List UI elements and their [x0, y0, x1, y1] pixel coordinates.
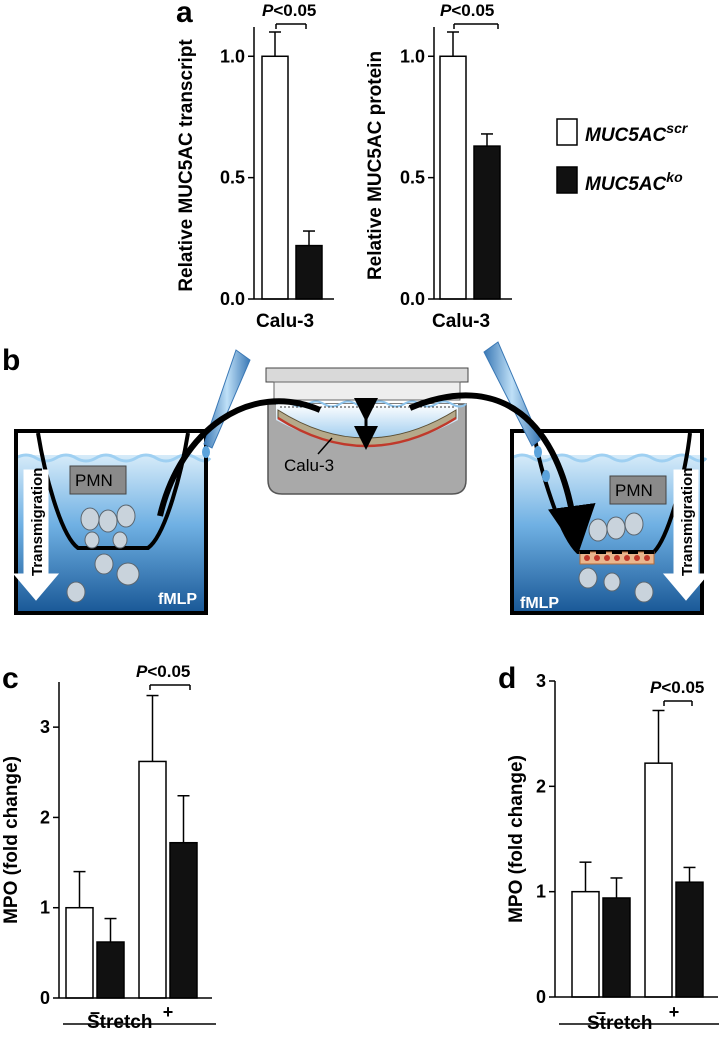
y-axis-title: MPO (fold change): [1, 756, 22, 924]
right-well-surface: [511, 453, 708, 463]
y-axis-title: MPO (fold change): [506, 755, 527, 923]
y-tick-label: 1: [536, 882, 546, 902]
bar-scr: [644, 762, 673, 998]
x-axis-title: Calu-3: [432, 311, 490, 332]
x-axis-title: Stretch: [587, 1013, 652, 1034]
bar-scr: [65, 906, 94, 999]
diagram-b: PMN Transmigration fMLP: [12, 341, 710, 615]
y-tick-label: 3: [40, 717, 50, 737]
calu3-label: Calu-3: [284, 456, 334, 475]
legend-swatch-scr: [556, 118, 578, 146]
right-well-wall: [510, 429, 704, 615]
bar-scr: [261, 55, 289, 300]
bar-ko: [96, 941, 125, 999]
y-tick-label: 1.0: [220, 46, 245, 66]
y-tick-label: 2: [536, 776, 546, 796]
right-pmn-label: PMN: [615, 481, 653, 500]
left-pmn-box: [69, 465, 127, 495]
device-lid: [265, 367, 469, 383]
panel-label-d: d: [498, 662, 516, 695]
left-pipette: [202, 349, 251, 458]
right-transfer-arc: [408, 392, 596, 554]
bar-scr: [439, 55, 467, 300]
left-well: PMN Transmigration fMLP: [12, 429, 212, 615]
legend: MUC5ACscr MUC5ACko: [556, 118, 689, 195]
y-tick-label: 3: [536, 671, 546, 691]
y-tick-label: 0.0: [400, 289, 425, 309]
significance-label: P<0.05: [262, 1, 316, 20]
left-fmlp-label: fMLP: [158, 591, 197, 608]
y-tick-label: 1.0: [400, 46, 425, 66]
bar-ko: [675, 881, 704, 998]
y-tick-label: 0: [40, 988, 50, 1008]
pmn-cells: [66, 504, 654, 603]
right-transmigration-label: Transmigration: [679, 468, 696, 576]
legend-label-ko: MUC5ACko: [585, 169, 683, 195]
left-well-wall: [14, 429, 208, 615]
panel-label-b: b: [2, 344, 20, 377]
panel-label-a: a: [176, 0, 193, 29]
right-transmigration-arrow: Transmigration: [662, 468, 710, 601]
stretch-device: Calu-3: [265, 367, 469, 495]
y-tick-label: 0.5: [220, 168, 245, 188]
bar-scr: [571, 890, 600, 998]
right-fmlp-label: fMLP: [520, 595, 559, 612]
legend-label-scr: MUC5ACscr: [585, 120, 689, 146]
calu3-pointer: [317, 437, 333, 455]
left-transmigration-arrow: Transmigration: [12, 468, 60, 601]
left-transfer-arc: [157, 398, 322, 517]
y-tick-label: 0: [536, 987, 546, 1007]
bar-ko: [169, 841, 198, 999]
x-axis-title: Stretch: [87, 1012, 152, 1033]
panel-label-c: c: [2, 662, 19, 695]
x-axis-title: Calu-3: [256, 311, 314, 332]
y-tick-label: 0.5: [400, 168, 425, 188]
y-tick-label: 0.0: [220, 289, 245, 309]
left-transmigration-label: Transmigration: [29, 468, 46, 576]
left-pmn-label: PMN: [75, 471, 113, 490]
significance-label: P<0.05: [440, 1, 494, 20]
y-tick-label: 2: [40, 807, 50, 827]
x-category-label: –: [596, 1002, 606, 1022]
bar-ko: [473, 145, 501, 300]
legend-swatch-ko: [556, 166, 578, 194]
right-cell-monolayer: [579, 551, 655, 565]
right-pmn-box: [609, 475, 667, 505]
x-category-label: +: [163, 1002, 174, 1022]
x-category-label: +: [669, 1002, 680, 1022]
x-category-label: –: [90, 1002, 100, 1022]
chart-a-transcript: 0.0 0.5 1.0 Relative MUC5AC transcriptCalu-…: [176, 1, 334, 332]
y-axis-title: Relative MUC5AC protein: [365, 51, 386, 280]
significance-label: P<0.05: [650, 678, 704, 697]
bar-ko: [295, 244, 323, 300]
bar-scr: [138, 760, 167, 999]
significance-label: P<0.05: [136, 662, 190, 681]
bar-ko: [602, 897, 631, 998]
y-axis-title: Relative MUC5AC transcript: [176, 39, 197, 292]
y-tick-label: 1: [40, 898, 50, 918]
